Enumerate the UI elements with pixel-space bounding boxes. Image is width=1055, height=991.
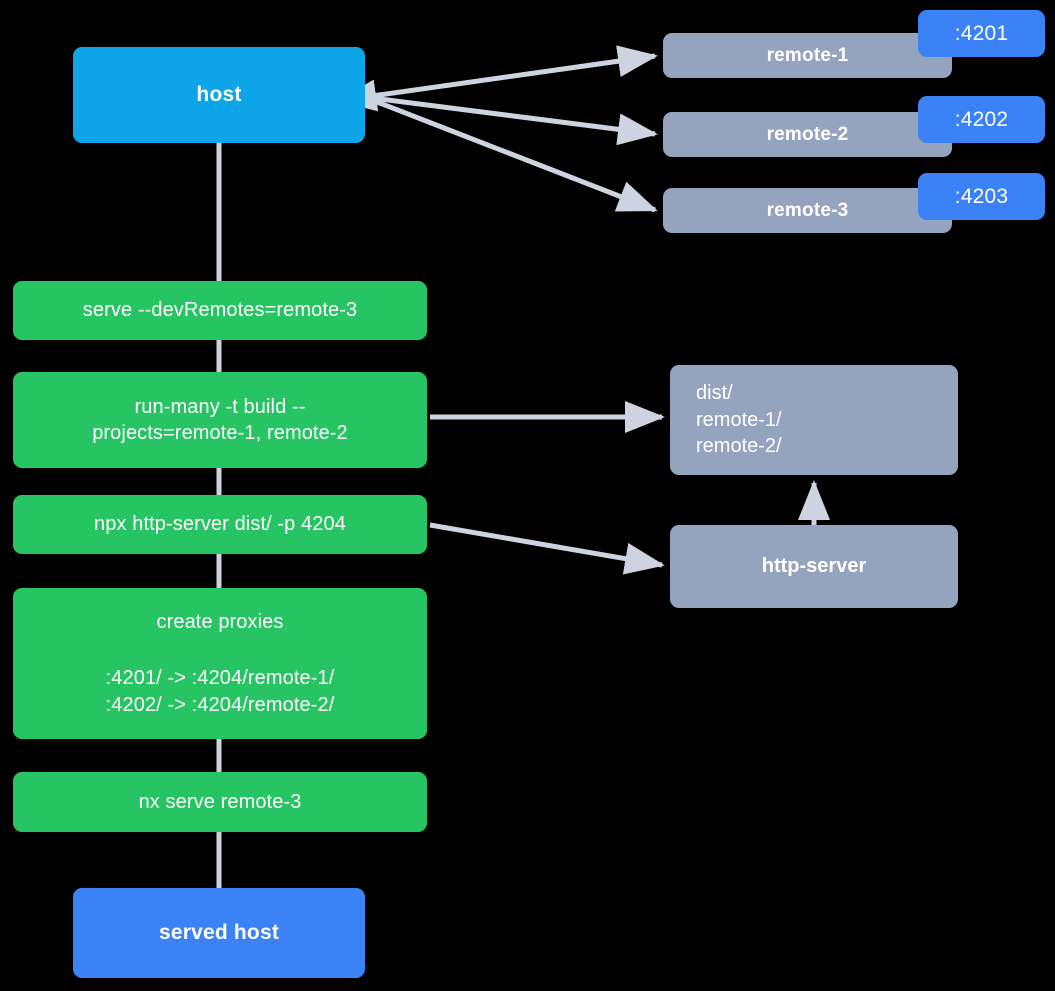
node-remote-1[interactable]: remote-1 (663, 33, 952, 78)
command-npx-http-server[interactable]: npx http-server dist/ -p 4204 (13, 495, 427, 554)
port-badge-remote-3-label: :4203 (954, 184, 1009, 208)
command-create-proxies-mapping-1: :4201/ -> :4204/remote-1/ (105, 667, 335, 690)
command-create-proxies[interactable]: create proxies :4201/ -> :4204/remote-1/… (13, 588, 427, 739)
command-run-many-build[interactable]: run-many -t build -- projects=remote-1, … (13, 372, 427, 468)
command-npx-http-server-label: npx http-server dist/ -p 4204 (94, 513, 346, 536)
port-badge-remote-1: :4201 (918, 10, 1045, 57)
node-dist-root-label: dist/ (696, 382, 733, 405)
edge-npx-httpserver (429, 522, 665, 575)
node-remote-3[interactable]: remote-3 (663, 188, 952, 233)
node-host-label: host (196, 83, 242, 107)
command-serve-devremotes[interactable]: serve --devRemotes=remote-3 (13, 281, 427, 340)
node-remote-2[interactable]: remote-2 (663, 112, 952, 157)
node-host[interactable]: host (73, 47, 365, 143)
port-badge-remote-3: :4203 (918, 173, 1045, 220)
port-badge-remote-2: :4202 (918, 96, 1045, 143)
node-http-server[interactable]: http-server (670, 525, 958, 608)
node-dist-child-remote-2: remote-2/ (696, 435, 782, 458)
command-nx-serve-remote-3-label: nx serve remote-3 (138, 790, 302, 813)
node-remote-2-label: remote-2 (766, 123, 849, 145)
port-badge-remote-1-label: :4201 (954, 21, 1009, 45)
node-dist-child-remote-1: remote-1/ (696, 408, 782, 431)
node-served-host[interactable]: served host (73, 888, 365, 978)
command-create-proxies-title: create proxies (156, 610, 284, 633)
command-create-proxies-mapping-2: :4202/ -> :4204/remote-2/ (105, 693, 335, 716)
edge-host-remote-2 (371, 95, 658, 146)
node-served-host-label: served host (158, 921, 280, 945)
port-badge-remote-2-label: :4202 (954, 107, 1009, 131)
edge-host-remote-3 (371, 97, 658, 213)
command-nx-serve-remote-3[interactable]: nx serve remote-3 (13, 772, 427, 832)
edge-host-remote-1 (336, 45, 658, 112)
node-http-server-label: http-server (761, 555, 867, 578)
command-serve-devremotes-label: serve --devRemotes=remote-3 (82, 299, 358, 322)
command-run-many-build-label: run-many -t build -- projects=remote-1, … (92, 395, 348, 444)
node-remote-3-label: remote-3 (766, 199, 849, 221)
node-remote-1-label: remote-1 (766, 44, 849, 66)
node-dist-folder[interactable]: dist/ remote-1/ remote-2/ (670, 365, 958, 475)
